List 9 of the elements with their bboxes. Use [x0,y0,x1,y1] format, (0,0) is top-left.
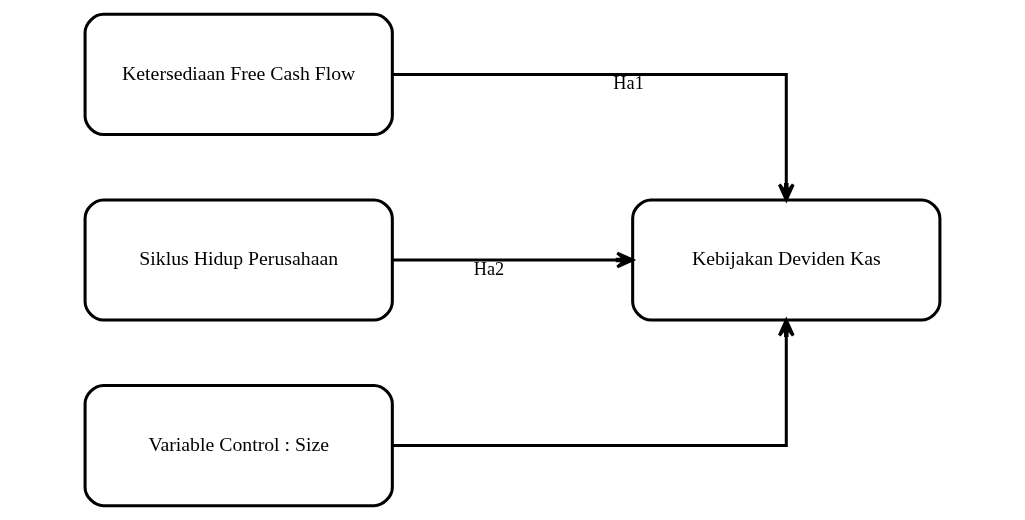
edge-label: Ha2 [473,258,505,279]
node-box: Ketersediaan Free Cash Flow [83,12,394,137]
edge-label: Ha1 [613,73,644,94]
node-box: Kebijakan Deviden Kas [631,198,942,322]
node-box: Siklus Hidup Perusahaan [83,198,394,322]
arrow [392,318,795,448]
node-box: Variable Control : Size [83,383,394,508]
arrow [392,251,635,269]
arrow [392,72,795,202]
